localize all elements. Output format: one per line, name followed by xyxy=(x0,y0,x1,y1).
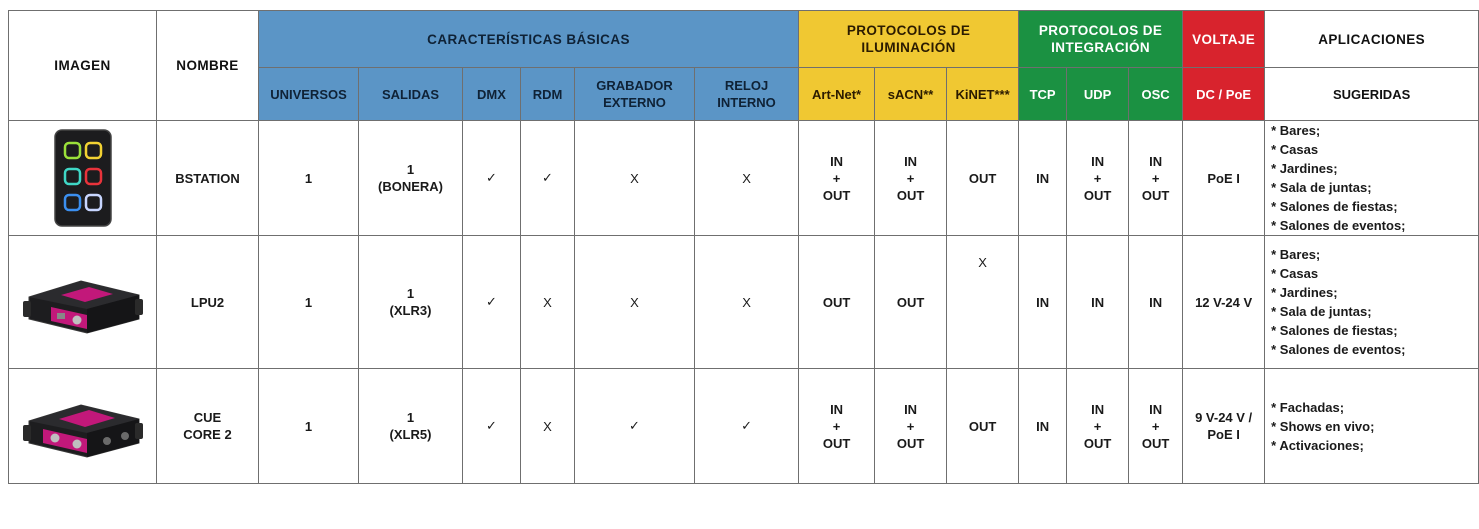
grabador-value: ✓ xyxy=(574,368,695,484)
aplicaciones-list: * Fachadas; * Shows en vivo; * Activacio… xyxy=(1264,368,1479,484)
aplicaciones-list: * Bares; * Casas * Jardines; * Sala de j… xyxy=(1264,120,1479,236)
tcp-value: IN xyxy=(1018,368,1068,484)
osc-value: IN + OUT xyxy=(1128,120,1184,236)
header-protocolos-integracion: PROTOCOLOS DE INTEGRACIÓN xyxy=(1018,10,1184,68)
product-name: CUE CORE 2 xyxy=(156,368,259,484)
header-salidas: SALIDAS xyxy=(358,67,463,121)
sacn-value: IN + OUT xyxy=(874,120,948,236)
dmx-value: ✓ xyxy=(462,120,521,236)
header-kinet: KiNET*** xyxy=(946,67,1020,121)
header-osc: OSC xyxy=(1128,67,1184,121)
header-protocolos-iluminacion: PROTOCOLOS DE ILUMINACIÓN xyxy=(798,10,1020,68)
grabador-value: X xyxy=(574,235,695,369)
header-universos: UNIVERSOS xyxy=(258,67,359,121)
header-udp: UDP xyxy=(1066,67,1130,121)
tcp-value: IN xyxy=(1018,235,1068,369)
header-caracteristicas: CARACTERÍSTICAS BÁSICAS xyxy=(257,10,800,68)
salidas-value: 1 (BONERA) xyxy=(358,120,463,236)
voltaje-value: 12 V-24 V xyxy=(1182,235,1266,369)
header-dc-poe: DC / PoE xyxy=(1182,67,1266,121)
rdm-value: X xyxy=(520,235,575,369)
header-artnet: Art-Net* xyxy=(798,67,876,121)
udp-value: IN + OUT xyxy=(1066,120,1130,236)
grabador-value: X xyxy=(574,120,695,236)
header-grabador-externo: GRABADOR EXTERNO xyxy=(574,67,695,121)
product-name: LPU2 xyxy=(156,235,259,369)
lpu2-device-image xyxy=(22,280,143,334)
header-dmx: DMX xyxy=(462,67,521,121)
osc-value: IN xyxy=(1128,235,1184,369)
voltaje-value: 9 V-24 V / PoE I xyxy=(1182,368,1266,484)
osc-value: IN + OUT xyxy=(1128,368,1184,484)
table-row: CUE CORE 2 1 1 (XLR5) ✓ X ✓ ✓ IN + OUT I… xyxy=(8,368,1479,484)
reloj-value: ✓ xyxy=(693,368,800,484)
reloj-value: X xyxy=(693,235,800,369)
header-sugeridas: SUGERIDAS xyxy=(1264,67,1479,121)
kinet-value: OUT xyxy=(946,120,1020,236)
header-nombre: NOMBRE xyxy=(156,10,259,121)
product-image-cell xyxy=(8,368,157,484)
udp-value: IN + OUT xyxy=(1066,368,1130,484)
universos-value: 1 xyxy=(258,235,359,369)
artnet-value: IN + OUT xyxy=(798,120,876,236)
header-reloj-interno: RELOJ INTERNO xyxy=(693,67,800,121)
sacn-value: IN + OUT xyxy=(874,368,948,484)
header-voltaje: VOLTAJE xyxy=(1182,10,1266,68)
artnet-value: IN + OUT xyxy=(798,368,876,484)
product-image-cell xyxy=(8,120,157,236)
universos-value: 1 xyxy=(258,120,359,236)
product-name: BSTATION xyxy=(156,120,259,236)
aplicaciones-list: * Bares; * Casas * Jardines; * Sala de j… xyxy=(1264,235,1479,369)
bstation-keypad-image xyxy=(53,129,112,227)
voltaje-value: PoE I xyxy=(1182,120,1266,236)
udp-value: IN xyxy=(1066,235,1130,369)
table-row: BSTATION 1 1 (BONERA) ✓ ✓ X X IN + OUT I… xyxy=(8,120,1479,236)
header-aplicaciones: APLICACIONES xyxy=(1264,10,1479,68)
header-imagen: IMAGEN xyxy=(8,10,157,121)
salidas-value: 1 (XLR3) xyxy=(358,235,463,369)
header-rdm: RDM xyxy=(520,67,575,121)
dmx-value: ✓ xyxy=(462,235,521,369)
tcp-value: IN xyxy=(1018,120,1068,236)
salidas-value: 1 (XLR5) xyxy=(358,368,463,484)
header-tcp: TCP xyxy=(1018,67,1068,121)
universos-value: 1 xyxy=(258,368,359,484)
reloj-value: X xyxy=(693,120,800,236)
product-image-cell xyxy=(8,235,157,369)
comparison-table: IMAGEN NOMBRE CARACTERÍSTICAS BÁSICAS PR… xyxy=(8,10,1479,484)
rdm-value: ✓ xyxy=(520,120,575,236)
sacn-value: OUT xyxy=(874,235,948,369)
cuecore2-device-image xyxy=(22,404,143,458)
table-row: LPU2 1 1 (XLR3) ✓ X X X OUT OUT X IN IN … xyxy=(8,235,1479,369)
artnet-value: OUT xyxy=(798,235,876,369)
rdm-value: X xyxy=(520,368,575,484)
kinet-value: OUT xyxy=(946,368,1020,484)
kinet-value: X xyxy=(946,235,1020,369)
dmx-value: ✓ xyxy=(462,368,521,484)
header-sacn: sACN** xyxy=(874,67,948,121)
